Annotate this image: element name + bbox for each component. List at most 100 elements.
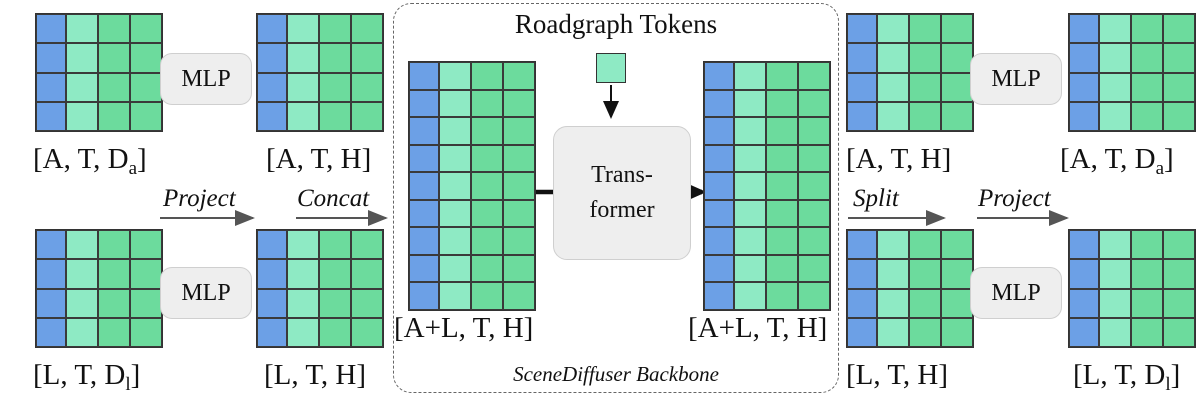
joint-input-shape: [A+L, T, H] [394,312,534,344]
tensor-cell [351,72,383,102]
concat-label: Concat [297,185,370,212]
tensor-cell [439,89,471,118]
tensor-cell [287,72,319,102]
agent-hidden-shape: [A, T, H] [266,143,372,175]
tensor-cell [130,43,162,73]
tensor-cell [257,230,287,260]
tensor-cell [319,72,351,102]
tensor-cell [1099,101,1131,131]
tensor-cell [409,144,439,173]
tensor-cell [351,317,383,347]
tensor-cell [798,172,830,200]
tensor-cell [877,317,909,347]
tensor-cell [909,43,941,73]
tensor-cell [734,172,766,200]
tensor-cell [766,89,798,118]
tensor-cell [130,101,162,131]
tensor-cell [319,101,351,131]
tensor-cell [798,89,830,118]
tensor-cell [704,172,734,200]
tensor-cell [704,117,734,145]
tensor-cell [734,62,766,90]
tensor-cell [439,254,471,283]
tensor-cell [257,101,287,131]
tensor-cell [1131,72,1163,102]
tensor-cell [847,259,877,289]
tensor-cell [847,72,877,102]
tensor-cell [734,89,766,118]
tensor-cell [847,101,877,131]
tensor-cell [471,117,503,145]
tensor-cell [36,101,66,131]
roadgraph-token [596,53,626,83]
tensor-cell [98,317,130,347]
tensor-cell [704,282,734,310]
tensor-cell [766,172,798,200]
tensor-cell [1131,230,1163,260]
agent-output-shape: [A, T, Da] [1060,143,1174,179]
split-label: Split [853,185,899,212]
tensor-cell [319,43,351,73]
tensor-cell [734,227,766,255]
tensor-cell [287,14,319,44]
tensor-cell [909,14,941,44]
tensor-cell [287,101,319,131]
tensor-cell [1069,101,1099,131]
tensor-cell [503,172,535,200]
road-output-shape: [L, T, Dl] [1073,359,1181,395]
tensor-cell [471,172,503,200]
tensor-cell [704,89,734,118]
tensor-cell [734,117,766,145]
agent-split-shape: [A, T, H] [846,143,952,175]
tensor-cell [941,259,973,289]
tensor-cell [1099,288,1131,318]
tensor-cell [319,259,351,289]
tensor-cell [847,317,877,347]
tensor-cell [66,259,98,289]
tensor-cell [1131,317,1163,347]
tensor-cell [1131,101,1163,131]
tensor-cell [130,14,162,44]
tensor-cell [1163,259,1195,289]
tensor-cell [66,230,98,260]
agent-hidden-tensor [256,13,384,132]
tensor-cell [1099,43,1131,73]
tensor-cell [351,288,383,318]
tensor-cell [847,230,877,260]
transformer-block: Trans- former [553,126,691,260]
tensor-cell [704,62,734,90]
tensor-cell [439,62,471,90]
tensor-cell [36,72,66,102]
tensor-cell [1069,259,1099,289]
tensor-cell [798,282,830,310]
tensor-cell [1163,317,1195,347]
tensor-cell [36,230,66,260]
tensor-cell [941,230,973,260]
tensor-cell [66,101,98,131]
tensor-cell [257,72,287,102]
tensor-cell [287,317,319,347]
tensor-cell [439,282,471,310]
mlp-agent-output: MLP [970,53,1062,105]
tensor-cell [941,317,973,347]
tensor-cell [409,199,439,228]
tensor-cell [503,282,535,310]
tensor-cell [471,227,503,255]
agent-output-tensor [1068,13,1196,132]
tensor-cell [409,89,439,118]
tensor-cell [351,14,383,44]
transformer-label-line2: former [589,197,655,223]
tensor-cell [1131,43,1163,73]
tensor-cell [287,288,319,318]
tensor-cell [130,230,162,260]
tensor-cell [471,199,503,228]
road-output-tensor [1068,229,1196,348]
tensor-cell [257,14,287,44]
tensor-cell [766,144,798,173]
tensor-cell [36,317,66,347]
tensor-cell [1069,72,1099,102]
tensor-cell [503,227,535,255]
joint-input-tensor [408,61,536,311]
tensor-cell [98,230,130,260]
tensor-cell [409,282,439,310]
